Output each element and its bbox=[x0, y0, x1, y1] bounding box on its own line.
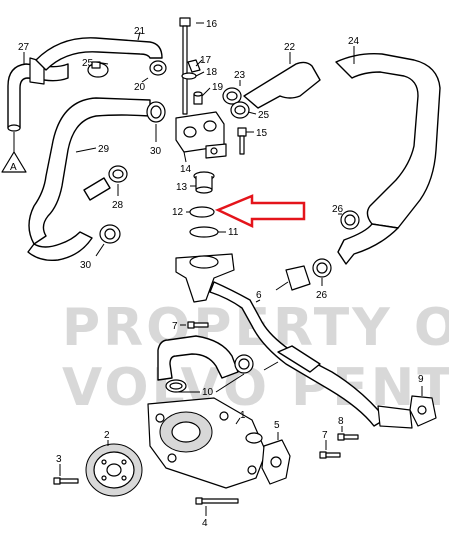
callout-6: 6 bbox=[256, 290, 262, 301]
gasket-5 bbox=[261, 439, 291, 485]
callout-20: 20 bbox=[134, 82, 146, 93]
callout-17: 17 bbox=[200, 55, 212, 66]
bolt-15 bbox=[237, 127, 247, 155]
bolt-16 bbox=[179, 17, 191, 115]
highlight-arrow bbox=[214, 194, 306, 228]
callout-30-upper: 30 bbox=[150, 146, 162, 157]
hose-clamp-25-right bbox=[230, 101, 250, 119]
callout-15: 15 bbox=[256, 128, 268, 139]
leader-lines bbox=[23, 22, 423, 516]
hose-21 bbox=[35, 37, 163, 71]
thermostat-lower-housing bbox=[175, 253, 235, 303]
hose-clamp-23 bbox=[222, 87, 242, 105]
hose-clamp-26-right-upper bbox=[340, 210, 360, 230]
sensor-17 bbox=[187, 59, 201, 73]
callout-24: 24 bbox=[348, 36, 360, 47]
callout-30-lower: 30 bbox=[80, 260, 92, 271]
o-ring-11 bbox=[189, 226, 219, 238]
callout-25-right: 25 bbox=[258, 110, 270, 121]
view-marker-label: A bbox=[10, 162, 17, 173]
pipe-flange bbox=[377, 405, 413, 429]
callout-27: 27 bbox=[18, 42, 30, 53]
callout-7-lower: 7 bbox=[322, 430, 328, 441]
hose-clamp-26-right-lower bbox=[312, 258, 332, 278]
coolant-pipe-6 bbox=[209, 281, 385, 427]
hose-24 bbox=[335, 52, 441, 265]
callout-7-upper: 7 bbox=[172, 321, 178, 332]
callout-26-upper: 26 bbox=[332, 204, 344, 215]
callout-25-left: 25 bbox=[82, 58, 94, 69]
callout-16: 16 bbox=[206, 19, 218, 30]
callout-29: 29 bbox=[98, 144, 110, 155]
callout-23: 23 bbox=[234, 70, 246, 81]
callout-8: 8 bbox=[338, 416, 344, 427]
callout-14: 14 bbox=[180, 164, 192, 175]
seal-ring-12 bbox=[189, 206, 215, 218]
callout-1: 1 bbox=[240, 410, 246, 421]
watermark: PROPERTY OF VOLVO PENTA bbox=[62, 298, 449, 418]
callout-4: 4 bbox=[202, 518, 208, 529]
pulley-2 bbox=[85, 443, 143, 497]
callout-labels: 1 2 3 4 5 6 7 7 8 9 10 11 12 13 14 15 16… bbox=[18, 19, 424, 529]
callout-2: 2 bbox=[104, 430, 110, 441]
callout-11: 11 bbox=[228, 227, 239, 238]
hose-clamp-30-lower bbox=[99, 224, 121, 244]
bolt-4 bbox=[195, 497, 239, 505]
bolt-7-lower bbox=[319, 451, 341, 459]
hose-22 bbox=[243, 61, 321, 109]
washer-18 bbox=[181, 72, 197, 80]
hose-clamp-25-left bbox=[87, 61, 109, 78]
bolt-8 bbox=[337, 433, 359, 441]
callout-3: 3 bbox=[56, 454, 62, 465]
callout-19: 19 bbox=[212, 82, 224, 93]
gasket-9 bbox=[409, 395, 437, 427]
callout-28: 28 bbox=[112, 200, 124, 211]
thermostat-housing-14 bbox=[175, 111, 227, 159]
callout-13: 13 bbox=[176, 182, 188, 193]
callout-18: 18 bbox=[206, 67, 218, 78]
view-a-marker bbox=[1, 151, 27, 173]
callout-26-lower: 26 bbox=[316, 290, 328, 301]
hose-clamp-20 bbox=[149, 60, 167, 76]
callout-12: 12 bbox=[172, 207, 184, 218]
water-pump-1 bbox=[147, 397, 267, 489]
sensor-fitting bbox=[275, 265, 311, 291]
bolt-3 bbox=[53, 477, 79, 485]
callout-21: 21 bbox=[134, 26, 146, 37]
callout-10: 10 bbox=[202, 387, 214, 398]
callout-9: 9 bbox=[418, 374, 424, 385]
callout-5: 5 bbox=[274, 420, 280, 431]
hose-clamp-30-upper bbox=[146, 101, 166, 123]
hose-clamp-28 bbox=[83, 165, 128, 201]
thermostat-13 bbox=[193, 171, 215, 194]
bolt-7-upper bbox=[187, 321, 209, 329]
plug-19 bbox=[193, 91, 203, 105]
callout-22: 22 bbox=[284, 42, 296, 53]
hose-29 bbox=[27, 97, 151, 262]
